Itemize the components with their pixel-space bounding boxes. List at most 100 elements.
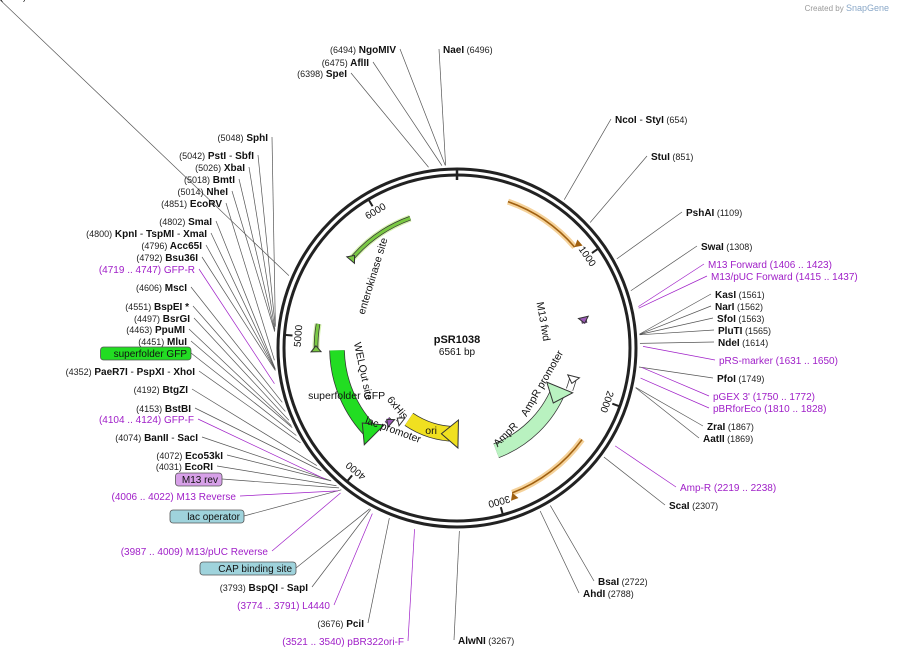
site-label: (4606) MscI bbox=[136, 283, 187, 294]
plasmid-name: pSR1038 bbox=[434, 334, 480, 346]
site-leader bbox=[642, 346, 716, 361]
site-label-text: (3676) PciI bbox=[317, 619, 364, 630]
site-label-text: (5026) XbaI bbox=[195, 163, 245, 174]
site-label-text: PfoI (1749) bbox=[717, 374, 764, 385]
site-leader bbox=[638, 275, 708, 309]
label-part: Amp-R bbox=[680, 483, 711, 494]
label-part: (4104 .. 4124) bbox=[99, 415, 161, 426]
label-part: (1614) bbox=[740, 338, 769, 348]
label-part: (4192) bbox=[134, 385, 160, 395]
feature-head bbox=[566, 374, 581, 385]
site-leader bbox=[350, 72, 429, 168]
site-label: (5014) NheI bbox=[178, 187, 229, 198]
label-part: (4719 .. 4747) bbox=[99, 265, 161, 276]
site-label: (5026) XbaI bbox=[195, 163, 245, 174]
site-leader bbox=[295, 508, 370, 569]
site-leader bbox=[238, 178, 276, 332]
label-part: (4606) bbox=[136, 283, 162, 293]
site-leader bbox=[231, 190, 276, 332]
site-leader bbox=[639, 293, 712, 335]
label-part: (2788) bbox=[605, 589, 634, 599]
site-label-text: (4796) Acc65I bbox=[141, 241, 202, 252]
site-label: (4192) BtgZI bbox=[134, 385, 189, 396]
label-part: - bbox=[278, 583, 284, 594]
site-label: (4796) Acc65I bbox=[141, 241, 202, 252]
label-part: MscI bbox=[162, 283, 187, 294]
label-part: PshAI bbox=[686, 208, 715, 219]
site-label-text: M13/pUC Forward (1415 .. 1437) bbox=[711, 272, 858, 283]
site-label-text: NdeI (1614) bbox=[718, 338, 768, 349]
site-leader bbox=[191, 388, 317, 466]
site-leader bbox=[188, 328, 292, 426]
site-label-text: (5014) NheI bbox=[178, 187, 229, 198]
label-part: XcmI bbox=[26, 0, 53, 3]
label-part: PpuMI bbox=[152, 325, 185, 336]
tick-label: 2000 bbox=[597, 389, 615, 414]
label-part: NaeI bbox=[443, 45, 464, 56]
label-part: (3793) bbox=[220, 583, 246, 593]
site-leader bbox=[198, 268, 275, 384]
site-leader bbox=[205, 244, 276, 370]
feature-head bbox=[545, 381, 574, 404]
site-label: NdeI (1614) bbox=[718, 338, 768, 349]
site-leader bbox=[216, 465, 337, 487]
site-label-text: (4104 .. 4124) GFP-F bbox=[99, 415, 194, 426]
label-part: PfoI bbox=[717, 374, 736, 385]
site-label: pRS-marker (1631 .. 1650) bbox=[719, 356, 838, 367]
label-part: (5014) bbox=[178, 187, 204, 197]
site-label: superfolder GFP bbox=[100, 346, 192, 361]
site-label-text: NarI (1562) bbox=[715, 302, 763, 313]
site-label: ZraI (1867) bbox=[707, 422, 754, 433]
label-part: NheI bbox=[204, 187, 229, 198]
label-part: (4074) bbox=[115, 433, 141, 443]
label-part: MluI bbox=[164, 337, 187, 348]
label-part: (3267) bbox=[486, 636, 515, 646]
site-leader bbox=[311, 509, 372, 588]
site-label: (4851) EcoRV bbox=[161, 199, 222, 210]
site-label: SfoI (1563) bbox=[717, 314, 764, 325]
label-part: - bbox=[164, 367, 170, 378]
label-part: - bbox=[128, 367, 134, 378]
label-part: (1561) bbox=[736, 290, 765, 300]
site-label: (6475) AflII bbox=[322, 58, 370, 69]
site-label-text: (4497) BsrGI bbox=[134, 314, 190, 325]
label-part: NgoMIV bbox=[356, 45, 396, 56]
label-part: (4451) bbox=[138, 337, 164, 347]
site-label: AatII (1869) bbox=[703, 434, 753, 445]
label-part: EcoRI bbox=[182, 462, 213, 473]
site-label-text: (3793) BspQI - SapI bbox=[220, 583, 308, 594]
site-leader bbox=[630, 245, 698, 292]
site-leader bbox=[226, 454, 332, 482]
snapgene-brand: SnapGene bbox=[845, 3, 889, 13]
site-label-text: (4352) PaeR7I - PspXI - XhoI bbox=[66, 367, 196, 378]
feature-arc: M13 fwd bbox=[534, 301, 590, 342]
label-part: (1406 .. 1423) bbox=[767, 260, 832, 271]
label-part: AflII bbox=[348, 58, 370, 69]
site-leader bbox=[635, 387, 704, 427]
site-label: (5345) XcmI bbox=[0, 0, 53, 3]
snapgene-credit: Created by SnapGene bbox=[805, 3, 889, 13]
site-label: M13/pUC Forward (1415 .. 1437) bbox=[711, 272, 858, 283]
orange-arc bbox=[507, 200, 576, 248]
site-leader bbox=[614, 445, 677, 488]
site-label-text: (5048) SphI bbox=[218, 133, 269, 144]
site-label-text: KasI (1561) bbox=[715, 290, 765, 301]
orange-arc-head bbox=[510, 492, 519, 501]
label-part: - bbox=[226, 151, 232, 162]
site-leader bbox=[239, 490, 338, 497]
feature-arc: enterokinase site bbox=[345, 214, 412, 316]
label-part: (1109) bbox=[714, 208, 742, 218]
site-label-text: (4451) MluI bbox=[138, 337, 187, 348]
feature-head bbox=[577, 315, 590, 324]
label-part: (4031) bbox=[156, 462, 182, 472]
site-label: (3774 .. 3791) L4440 bbox=[237, 601, 330, 612]
label-part: BmtI bbox=[210, 175, 235, 186]
plasmid-size: 6561 bp bbox=[439, 347, 476, 358]
site-label: (6398) SpeI bbox=[297, 69, 347, 80]
site-leader bbox=[372, 61, 443, 166]
feature-box bbox=[169, 509, 245, 524]
site-leader bbox=[635, 387, 700, 439]
label-part: (2307) bbox=[690, 501, 719, 511]
site-label-text: BsaI (2722) bbox=[598, 577, 648, 588]
label-part: BspQI bbox=[246, 583, 278, 594]
